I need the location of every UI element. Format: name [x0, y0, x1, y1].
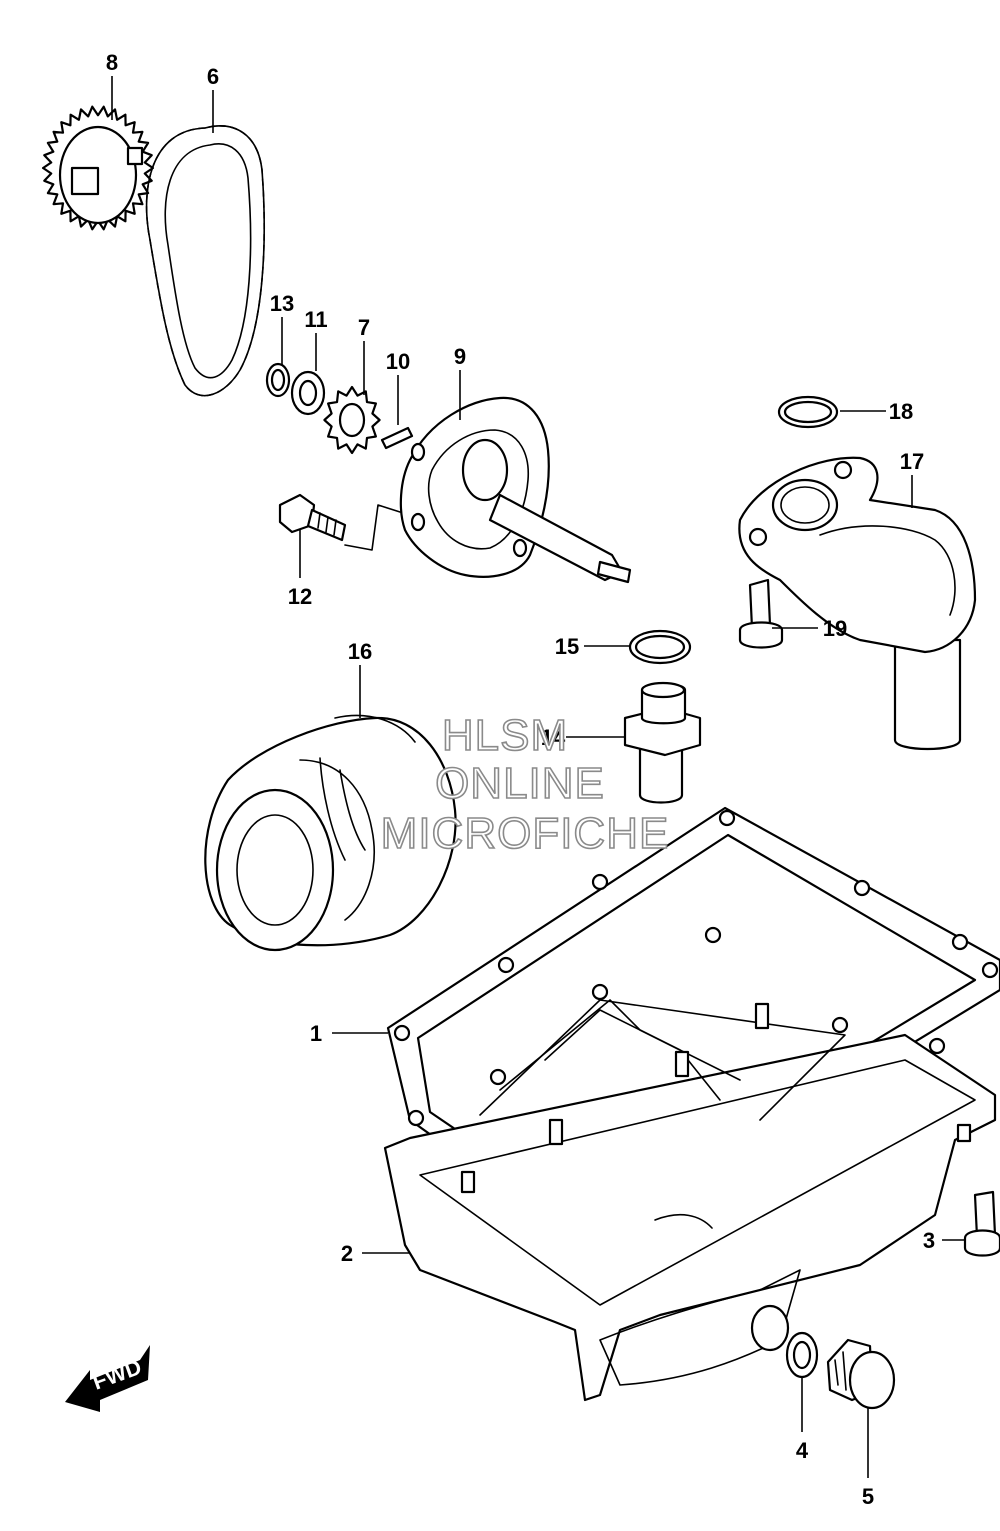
gasket-bolt-hole	[591, 873, 609, 891]
bolt-part-12	[278, 493, 347, 542]
gasket-bolt-hole	[928, 1037, 946, 1055]
callout-10: 10	[386, 349, 410, 374]
gasket-bolt-hole	[831, 1016, 849, 1034]
gasket-bolt-hole	[718, 809, 736, 827]
gasket-bolt-hole	[981, 961, 999, 979]
callout-14: 14	[541, 725, 566, 750]
callout-8: 8	[106, 50, 118, 75]
forward-direction-arrow: FWD	[65, 1345, 150, 1412]
gasket-bolt-hole	[853, 879, 871, 897]
callout-5: 5	[862, 1484, 874, 1509]
callout-labels: 8 6 13 11 7 10 9 12 16 18 17 15 14 19 1 …	[106, 50, 935, 1509]
gasket-bolt-hole	[591, 983, 609, 1001]
leader-lines	[111, 76, 966, 1478]
callout-12: 12	[288, 584, 312, 609]
pin-part-10	[380, 426, 414, 450]
gasket-bolt-hole	[951, 933, 969, 951]
callout-2: 2	[341, 1241, 353, 1266]
callout-19: 19	[823, 616, 847, 641]
gasket-bolt-hole	[489, 1068, 507, 1086]
callout-18: 18	[889, 399, 913, 424]
watermark-line-2: ONLINE	[435, 759, 605, 808]
pressure-switch-part-14	[623, 681, 702, 804]
gear-part-7	[323, 385, 381, 455]
o-ring-part-15	[628, 629, 692, 665]
gasket-bolt-hole	[407, 1109, 425, 1127]
callout-1: 1	[310, 1021, 322, 1046]
watermark-line-1: HLSM	[442, 711, 568, 760]
oil-filter-part-16	[204, 714, 457, 952]
callout-11: 11	[304, 307, 327, 332]
callout-6: 6	[207, 64, 219, 89]
cam-chain-part-6	[145, 125, 265, 397]
callout-13: 13	[270, 291, 294, 316]
callout-4: 4	[796, 1438, 809, 1463]
callout-15: 15	[555, 634, 579, 659]
callout-3: 3	[923, 1228, 935, 1253]
watermark-line-3: MICROFICHE	[381, 809, 670, 858]
callout-9: 9	[454, 344, 466, 369]
gasket-bolt-hole	[393, 1024, 411, 1042]
callout-17: 17	[900, 449, 924, 474]
watermark: HLSM ONLINE MICROFICHE	[380, 710, 670, 859]
gasket-bolt-hole	[704, 926, 722, 944]
bolt-part-19	[738, 578, 784, 649]
gasket-bolt-hole	[497, 956, 515, 974]
oil-pan-part-2	[383, 999, 997, 1402]
pipe-housing-part-17	[738, 456, 977, 751]
callout-16: 16	[348, 639, 372, 664]
drain-plug-part-5	[826, 1338, 896, 1410]
o-ring-part-18	[777, 395, 839, 429]
washer-part-11	[290, 370, 326, 416]
oil-pump-part-9	[344, 396, 632, 584]
callout-7: 7	[358, 315, 370, 340]
sprocket-part-8	[41, 105, 154, 231]
circlip-part-13	[265, 362, 291, 398]
washer-part-4	[785, 1331, 819, 1379]
bolt-part-3	[963, 1190, 1000, 1257]
